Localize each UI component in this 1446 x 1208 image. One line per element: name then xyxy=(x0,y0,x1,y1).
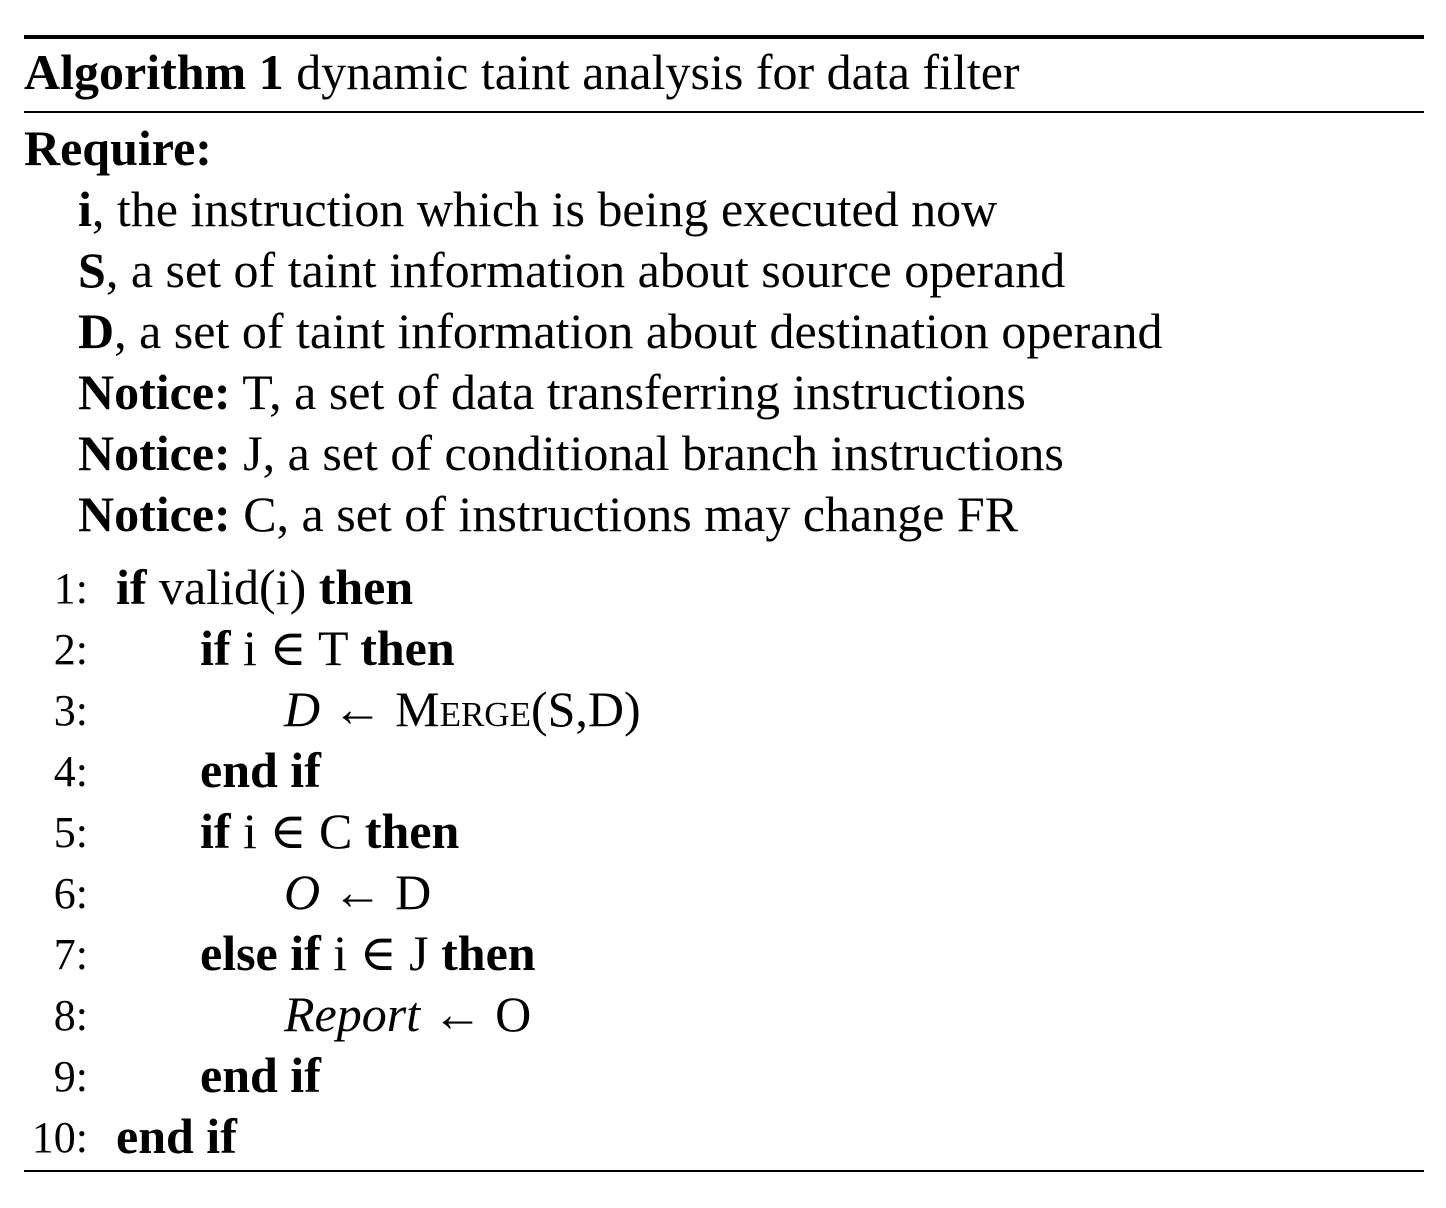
variable: Report xyxy=(284,986,421,1042)
assign-arrow: ← xyxy=(432,986,483,1042)
param-name: i xyxy=(78,181,92,237)
code-line-9: end if xyxy=(200,1050,321,1100)
code-text: D xyxy=(395,864,432,920)
notice-label: Notice: xyxy=(78,486,231,542)
keyword: else if xyxy=(200,925,321,981)
line-number: 6: xyxy=(53,869,88,918)
notice-text: J, a set of conditional branch instructi… xyxy=(243,425,1064,481)
line-number: 7: xyxy=(53,930,88,979)
notice-c: Notice: C, a set of instructions may cha… xyxy=(78,489,1018,539)
code-line-3: D ← Merge(S,D) xyxy=(284,684,641,734)
line-number: 5: xyxy=(53,808,88,857)
param-desc: , the instruction which is being execute… xyxy=(91,181,998,237)
line-number: 9: xyxy=(53,1052,88,1101)
notice-label: Notice: xyxy=(78,364,231,420)
line-number: 1: xyxy=(53,564,88,613)
keyword: end if xyxy=(200,1047,321,1103)
keyword: if xyxy=(116,559,147,615)
param-desc: , a set of taint information about desti… xyxy=(114,303,1163,359)
code-line-6: O ← D xyxy=(284,867,431,917)
function-args: (S,D) xyxy=(530,681,641,737)
variable: O xyxy=(284,864,321,920)
require-item-i: i, the instruction which is being execut… xyxy=(78,184,997,234)
caption-rule xyxy=(24,111,1424,113)
line-number: 10: xyxy=(31,1113,88,1162)
code-text: valid(i) xyxy=(159,559,307,615)
code-line-8: Report ← O xyxy=(284,989,531,1039)
keyword: if xyxy=(200,803,231,859)
code-line-5: if i ∈ C then xyxy=(200,806,459,856)
keyword: then xyxy=(318,559,414,615)
notice-label: Notice: xyxy=(78,425,231,481)
line-number: 2: xyxy=(53,625,88,674)
line-number: 3: xyxy=(53,686,88,735)
require-item-d: D, a set of taint information about dest… xyxy=(78,306,1162,356)
variable: D xyxy=(284,681,321,737)
assign-arrow: ← xyxy=(332,681,383,737)
top-rule xyxy=(24,35,1424,39)
algorithm-label: Algorithm 1 xyxy=(24,44,284,100)
keyword: end if xyxy=(116,1108,237,1164)
keyword: end if xyxy=(200,742,321,798)
code-line-10: end if xyxy=(116,1111,237,1161)
code-line-1: if valid(i) then xyxy=(116,562,413,612)
keyword: then xyxy=(360,620,455,676)
code-text: i ∈ C xyxy=(243,803,353,859)
keyword: then xyxy=(441,925,536,981)
keyword: then xyxy=(364,803,460,859)
code-text: i ∈ J xyxy=(333,925,429,981)
notice-text: T, a set of data transferring instructio… xyxy=(242,364,1026,420)
notice-t: Notice: T, a set of data transferring in… xyxy=(78,367,1026,417)
code-text: i ∈ T xyxy=(243,620,348,676)
algorithm-caption: Algorithm 1 dynamic taint analysis for d… xyxy=(24,47,1020,97)
bottom-rule xyxy=(24,1170,1424,1172)
require-item-s: S, a set of taint information about sour… xyxy=(78,245,1065,295)
code-line-4: end if xyxy=(200,745,321,795)
param-desc: , a set of taint information about sourc… xyxy=(105,242,1066,298)
code-line-2: if i ∈ T then xyxy=(200,623,455,673)
require-label: Require: xyxy=(24,120,212,176)
function-name: Merge xyxy=(395,681,531,737)
code-line-7: else if i ∈ J then xyxy=(200,928,536,978)
line-number: 4: xyxy=(53,747,88,796)
param-name: S xyxy=(78,242,106,298)
assign-arrow: ← xyxy=(332,864,383,920)
param-name: D xyxy=(78,303,115,359)
keyword: if xyxy=(200,620,231,676)
line-number: 8: xyxy=(53,991,88,1040)
code-text: O xyxy=(495,986,532,1042)
notice-j: Notice: J, a set of conditional branch i… xyxy=(78,428,1064,478)
algorithm-title: dynamic taint analysis for data filter xyxy=(296,44,1020,100)
notice-text: C, a set of instructions may change FR xyxy=(243,486,1019,542)
